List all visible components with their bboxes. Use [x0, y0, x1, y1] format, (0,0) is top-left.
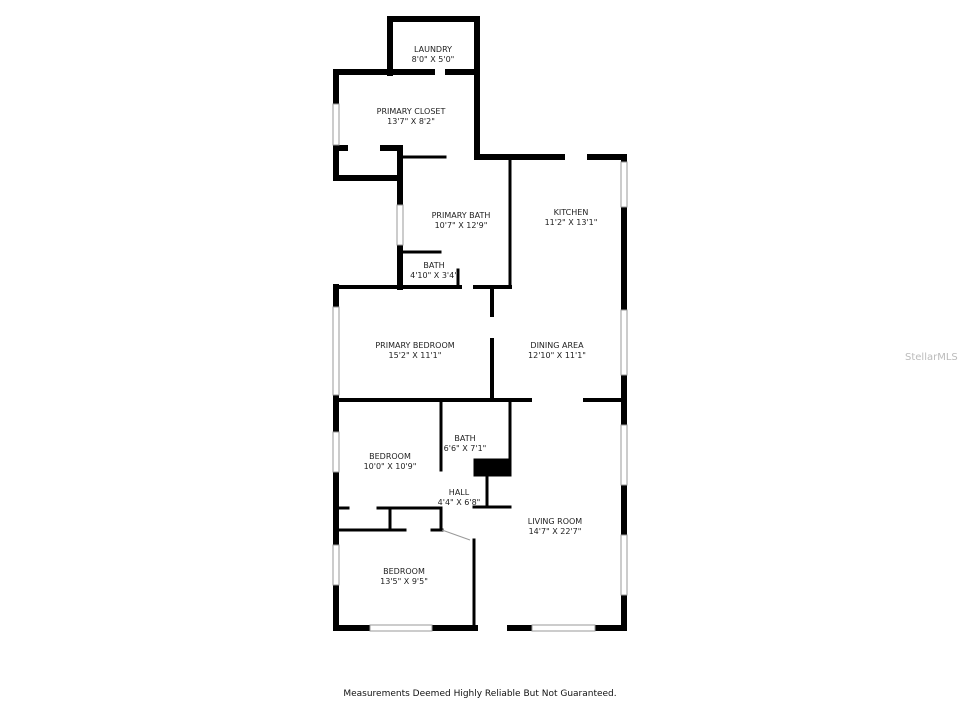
- room-name: BATH: [454, 434, 476, 443]
- room-size: 10'0" X 10'9": [363, 462, 417, 471]
- room-size: 6'6" X 7'1": [443, 444, 487, 453]
- room-size: 10'7" X 12'9": [434, 221, 488, 230]
- room-name: DINING AREA: [530, 341, 584, 350]
- room-name: BATH: [423, 261, 445, 270]
- room-size: 11'2" X 13'1": [544, 218, 598, 227]
- room-size: 4'4" X 6'8": [437, 498, 481, 507]
- room-size: 14'7" X 22'7": [528, 527, 582, 536]
- room-size: 15'2" X 11'1": [388, 351, 442, 360]
- room-size: 13'5" X 9'5": [380, 577, 428, 586]
- wall-laundry: [387, 16, 480, 160]
- room-name: LIVING ROOM: [527, 517, 583, 526]
- room-name: BEDROOM: [369, 452, 411, 461]
- watermark: StellarMLS: [905, 352, 958, 363]
- room-name: HALL: [448, 488, 470, 497]
- room-size: 8'0" X 5'0": [411, 55, 455, 64]
- room-name: BEDROOM: [383, 567, 425, 576]
- room-name: PRIMARY CLOSET: [376, 107, 446, 116]
- room-size: 4'10" X 3'4": [410, 271, 458, 280]
- room-name: LAUNDRY: [413, 45, 453, 54]
- room-size: 13'7" X 8'2": [387, 117, 435, 126]
- room-name: KITCHEN: [553, 208, 589, 217]
- room-name: PRIMARY BEDROOM: [375, 341, 455, 350]
- room-size: 12'10" X 11'1": [528, 351, 586, 360]
- room-name: PRIMARY BATH: [431, 211, 491, 220]
- disclaimer: Measurements Deemed Highly Reliable But …: [343, 689, 617, 699]
